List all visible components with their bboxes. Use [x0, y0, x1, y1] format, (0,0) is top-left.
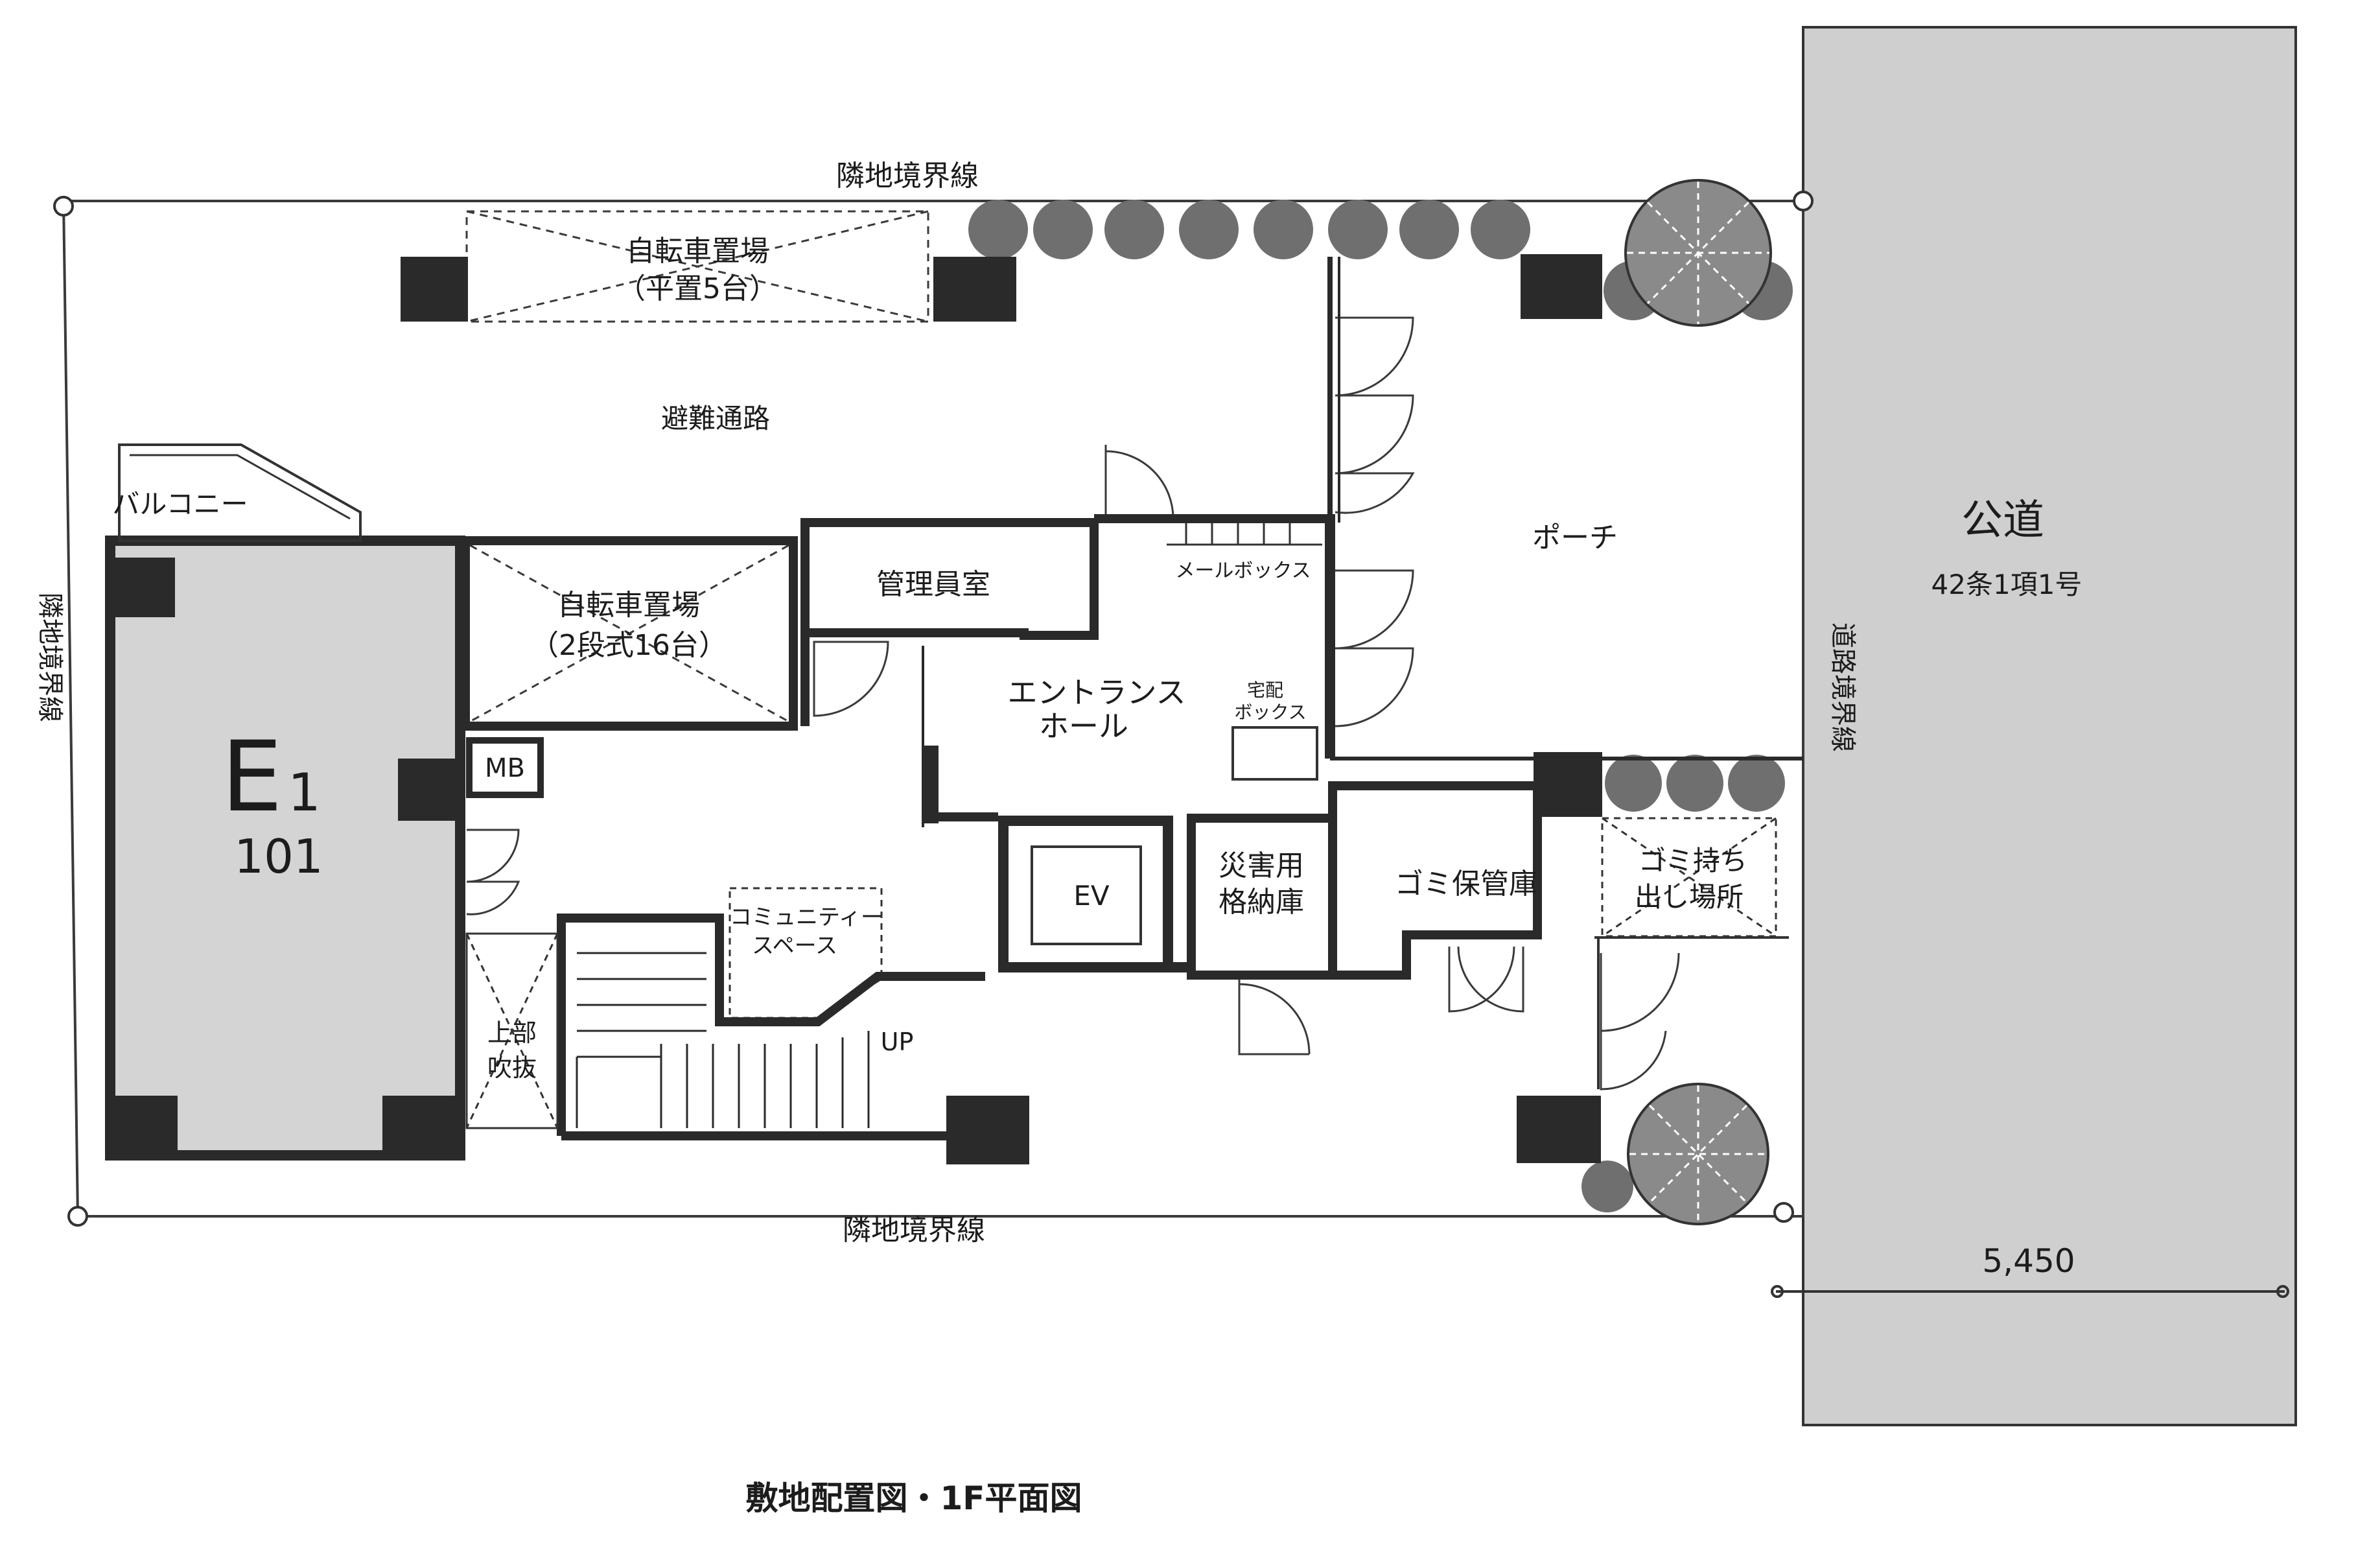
disaster-storage-sublabel: 格納庫: [1219, 886, 1304, 919]
meter-box[interactable]: [466, 737, 544, 798]
tree: [1666, 755, 1723, 812]
tree: [1104, 200, 1164, 259]
tree: [1471, 200, 1530, 259]
bike-parking-top-label: 自転車置場: [626, 235, 769, 268]
structural-columns: [401, 254, 1602, 1164]
void-above-label: 上部: [487, 1019, 537, 1047]
entrance-hall-sublabel: ホール: [1039, 709, 1128, 744]
tree: [968, 200, 1028, 259]
column: [1517, 1096, 1601, 1163]
boundary-marker: [67, 1206, 88, 1227]
elevator-label: EV: [1073, 880, 1110, 912]
unit-number-label: 101: [234, 829, 323, 884]
tree: [1581, 1161, 1633, 1212]
site-boundary: [62, 200, 1804, 1218]
mailbox-strip: [1167, 523, 1322, 546]
dimension-endpoint: [2276, 1285, 2289, 1298]
tree-row-right: [1581, 755, 1785, 1212]
management-office-label: 管理員室: [876, 568, 990, 601]
large-tree-top: [1624, 179, 1772, 327]
meter-box-label: MB: [485, 753, 525, 783]
community-space-sublabel: スペース: [752, 933, 837, 959]
porch-label: ポーチ: [1532, 521, 1618, 554]
large-tree-bottom: [1627, 1083, 1769, 1225]
stair-up-label: UP: [881, 1028, 914, 1056]
void-above-sublabel: 吹抜: [487, 1054, 537, 1082]
boundary-top-label: 隣地境界線: [836, 159, 979, 193]
road-width-label: 5,450: [1982, 1242, 2075, 1280]
boundary-left-label: 隣地境界線: [35, 593, 65, 722]
community-space-label: コミュニティー: [730, 904, 883, 930]
entrance-hall-label: エントランス: [1007, 675, 1185, 710]
boundary-bottom-label: 隣地境界線: [843, 1214, 985, 1247]
column: [382, 1096, 460, 1155]
garbage-storage-label: ゴミ保管庫: [1395, 867, 1537, 901]
unit-e1[interactable]: [105, 536, 465, 1161]
column: [401, 257, 468, 322]
mailbox-label: メールボックス: [1175, 560, 1311, 582]
garbage-storage-room[interactable]: [1328, 781, 1542, 980]
bike-parking-top-area: [465, 210, 929, 323]
boundary-marker: [1773, 1202, 1794, 1223]
column: [933, 257, 1016, 322]
column: [110, 1096, 178, 1155]
bike-parking-mid-label: 自転車置場: [557, 589, 700, 622]
tree: [1605, 755, 1662, 812]
tree: [1179, 200, 1239, 259]
public-road-area: [1802, 26, 2297, 1426]
boundary-marker: [1793, 191, 1814, 211]
balcony-label: バルコニー: [112, 488, 248, 520]
road-boundary-label: 道路境界線: [1828, 622, 1858, 752]
column: [1521, 254, 1602, 319]
boundary-marker: [53, 196, 74, 217]
drawing-title: 敷地配置図・1F平面図: [746, 1479, 1082, 1517]
column: [398, 759, 460, 821]
disaster-storage-label: 災害用: [1219, 849, 1304, 882]
delivery-box-label: 宅配: [1247, 679, 1283, 701]
column: [110, 558, 175, 617]
door-swings: [466, 316, 1680, 1090]
column: [1534, 752, 1602, 817]
garbage-out-label: ゴミ持ち: [1639, 845, 1747, 877]
balcony-area: [118, 443, 362, 542]
dimension-endpoint: [1771, 1285, 1784, 1298]
porch-walls: [1094, 257, 1803, 760]
staircase: [557, 914, 985, 1140]
public-road-label: 公道: [1961, 497, 2044, 545]
unit-name-main: E: [221, 721, 283, 834]
tree: [1254, 200, 1313, 259]
garbage-out-sublabel: 出し場所: [1635, 881, 1744, 913]
delivery-box: [1231, 726, 1318, 781]
bike-parking-top-sublabel: （平置5台）: [617, 272, 778, 305]
delivery-box-sublabel: ボックス: [1234, 701, 1306, 723]
tree: [1728, 755, 1785, 812]
road-article-label: 42条1項1号: [1931, 569, 2082, 600]
unit-name-sub: 1: [288, 762, 321, 823]
tree: [1033, 200, 1093, 259]
tree: [1399, 200, 1459, 259]
tree: [1328, 200, 1388, 259]
bike-parking-mid-sublabel: （2段式16台）: [530, 629, 727, 662]
evac-route-label: 避難通路: [661, 403, 770, 434]
column: [946, 1096, 1029, 1164]
void-area: [465, 932, 559, 1129]
tree-row-top: [968, 200, 1793, 320]
